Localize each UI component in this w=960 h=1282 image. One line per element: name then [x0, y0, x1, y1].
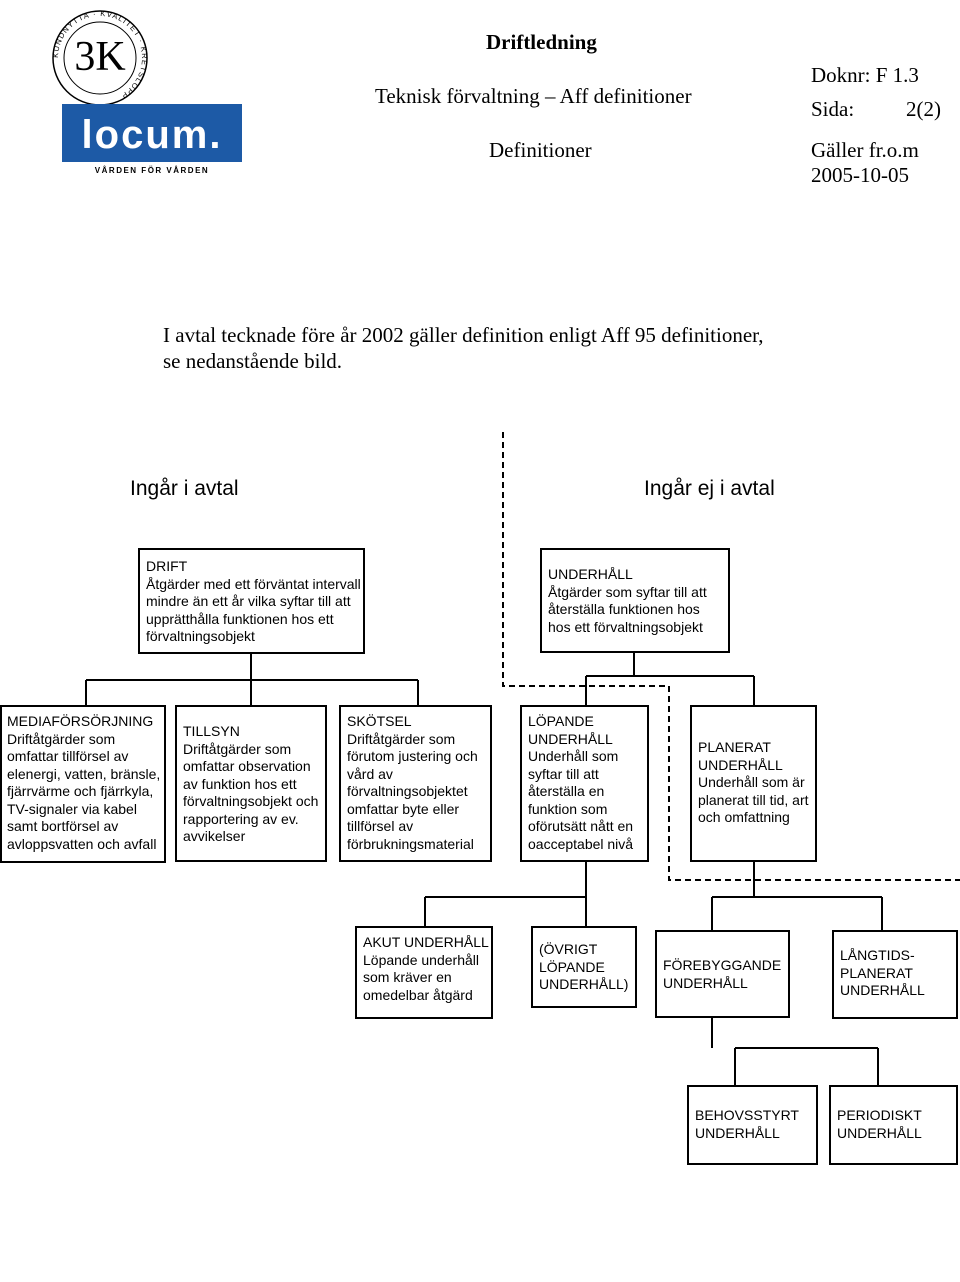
tillsyn-line: omfattar observation — [183, 758, 311, 774]
media-line: omfattar tillförsel av — [7, 748, 129, 764]
tillsyn-line: TILLSYN — [183, 723, 240, 739]
label-excluded: Ingår ej i avtal — [644, 477, 775, 500]
ovrigt-line: UNDERHÅLL) — [539, 976, 629, 992]
periodiskt-line: UNDERHÅLL — [837, 1124, 922, 1141]
lopande-line: återställa en — [528, 783, 605, 799]
planerat-line: UNDERHÅLL — [698, 756, 783, 773]
logo: 3K KUNDNYTTA · KVALITET · KRETSLOPP locu… — [44, 8, 249, 178]
document-type: Definitioner — [489, 138, 592, 162]
drift-line: mindre än ett år vilka syftar till att — [146, 593, 351, 609]
media-line: fjärrvärme och fjärrkyla, — [7, 783, 154, 799]
skotsel-line: SKÖTSEL — [347, 713, 412, 729]
tillsyn-line: avvikelser — [183, 828, 246, 844]
tillsyn-line: Driftåtgärder som — [183, 740, 292, 757]
brand-tagline: VÅRDEN FÖR VÅRDEN — [95, 166, 209, 175]
tillsyn-line: rapportering av ev. — [183, 810, 299, 827]
planerat-line: planerat till tid, art — [698, 791, 809, 808]
page-number: 2(2) — [906, 97, 941, 121]
box-drift: DRIFT Åtgärder med ett förväntat interva… — [138, 548, 365, 654]
skotsel-line: förutom justering och — [347, 748, 478, 764]
underhall-line: UNDERHÅLL — [548, 566, 633, 582]
periodiskt-line: PERIODISKT — [837, 1107, 922, 1123]
document-number: Doknr: F 1.3 — [811, 63, 919, 87]
forebyggande-line: UNDERHÅLL — [663, 974, 748, 991]
akut-line: AKUT UNDERHÅLL — [363, 934, 489, 950]
planerat-line: och omfattning — [698, 809, 790, 825]
box-mediaforsorjning: MEDIAFÖRSÖRJNING Driftåtgärder som omfat… — [0, 705, 166, 863]
media-line: elenergi, vatten, bränsle, — [7, 765, 161, 782]
langtids-line: PLANERAT — [840, 964, 913, 981]
label-included: Ingår i avtal — [130, 477, 239, 500]
box-periodiskt: PERIODISKT UNDERHÅLL — [829, 1085, 958, 1165]
drift-line: DRIFT — [146, 558, 188, 574]
skotsel-line: förbrukningsmaterial — [347, 835, 474, 852]
skotsel-line: tillförsel av — [347, 818, 414, 834]
behovsstyrt-line: UNDERHÅLL — [695, 1124, 780, 1141]
lopande-line: Underhåll som — [528, 748, 619, 764]
drift-line: förvaltningsobjekt — [146, 628, 255, 644]
underhall-line: återställa funktionen hos — [548, 601, 700, 617]
box-lopande: LÖPANDE UNDERHÅLL Underhåll som syftar t… — [520, 705, 649, 862]
planerat-line: Underhåll som är — [698, 774, 805, 790]
drift-line: upprätthålla funktionen hos ett — [146, 610, 334, 627]
box-tillsyn: TILLSYN Driftåtgärder som omfattar obser… — [175, 705, 327, 862]
ovrigt-line: LÖPANDE — [539, 958, 605, 975]
forebyggande-line: FÖREBYGGANDE — [663, 957, 782, 973]
lopande-line: syftar till att — [528, 765, 599, 782]
planerat-line: PLANERAT — [698, 739, 771, 755]
underhall-line: hos ett förvaltningsobjekt — [548, 618, 703, 635]
tillsyn-line: förvaltningsobjekt och — [183, 793, 319, 809]
box-forebyggande: FÖREBYGGANDE UNDERHÅLL — [655, 930, 790, 1018]
media-line: Driftåtgärder som — [7, 730, 116, 747]
skotsel-line: vård av — [347, 765, 393, 782]
akut-line: som kräver en — [363, 969, 452, 985]
behovsstyrt-line: BEHOVSSTYRT — [695, 1107, 799, 1123]
media-line: avloppsvatten och avfall — [7, 835, 157, 852]
akut-line: Löpande underhåll — [363, 951, 479, 968]
box-planerat: PLANERAT UNDERHÅLL Underhåll som är plan… — [690, 705, 817, 862]
tillsyn-line: av funktion hos ett — [183, 775, 297, 792]
badge-3k: 3K — [74, 34, 125, 80]
brand-text: locum. — [82, 113, 223, 157]
lopande-line: LÖPANDE — [528, 713, 594, 729]
media-line: TV-signaler via kabel — [7, 800, 137, 817]
box-ovrigt: (ÖVRIGT LÖPANDE UNDERHÅLL) — [531, 926, 637, 1008]
skotsel-line: Driftåtgärder som — [347, 730, 456, 747]
lopande-line: UNDERHÅLL — [528, 730, 613, 747]
langtids-line: UNDERHÅLL — [840, 982, 925, 998]
intro-line-1: I avtal tecknade före år 2002 gäller def… — [163, 323, 764, 347]
intro-paragraph: I avtal tecknade före år 2002 gäller def… — [163, 322, 764, 374]
skotsel-line: omfattar byte eller — [347, 800, 460, 817]
ovrigt-line: (ÖVRIGT — [539, 941, 598, 957]
box-underhall: UNDERHÅLL Åtgärder som syftar till att å… — [540, 548, 730, 653]
logo-graphic: 3K KUNDNYTTA · KVALITET · KRETSLOPP locu… — [51, 9, 242, 175]
media-line: MEDIAFÖRSÖRJNING — [7, 713, 154, 729]
valid-from-date: 2005-10-05 — [811, 163, 909, 187]
lopande-line: funktion som — [528, 800, 608, 817]
box-akut: AKUT UNDERHÅLL Löpande underhåll som krä… — [355, 926, 493, 1019]
media-line: samt bortförsel av — [7, 818, 119, 834]
underhall-line: Åtgärder som syftar till att — [548, 583, 707, 600]
skotsel-line: förvaltningsobjektet — [347, 783, 468, 799]
box-langtids: LÅNGTIDS- PLANERAT UNDERHÅLL — [832, 930, 958, 1019]
langtids-line: LÅNGTIDS- — [840, 947, 915, 963]
lopande-line: oförutsätt nått en — [528, 818, 634, 834]
box-skotsel: SKÖTSEL Driftåtgärder som förutom juster… — [339, 705, 492, 862]
page-title: Driftledning — [486, 30, 597, 54]
akut-line: omedelbar åtgärd — [363, 986, 473, 1003]
drift-line: Åtgärder med ett förväntat intervall — [146, 575, 361, 592]
page-subtitle: Teknisk förvaltning – Aff definitioner — [375, 84, 692, 108]
lopande-line: oacceptabel nivå — [528, 835, 634, 852]
intro-line-2: se nedanstående bild. — [163, 349, 343, 373]
box-behovsstyrt: BEHOVSSTYRT UNDERHÅLL — [687, 1085, 818, 1165]
page-label: Sida: — [811, 97, 855, 121]
valid-from-label: Gäller fr.o.m — [811, 138, 919, 162]
brand-block — [62, 104, 242, 162]
